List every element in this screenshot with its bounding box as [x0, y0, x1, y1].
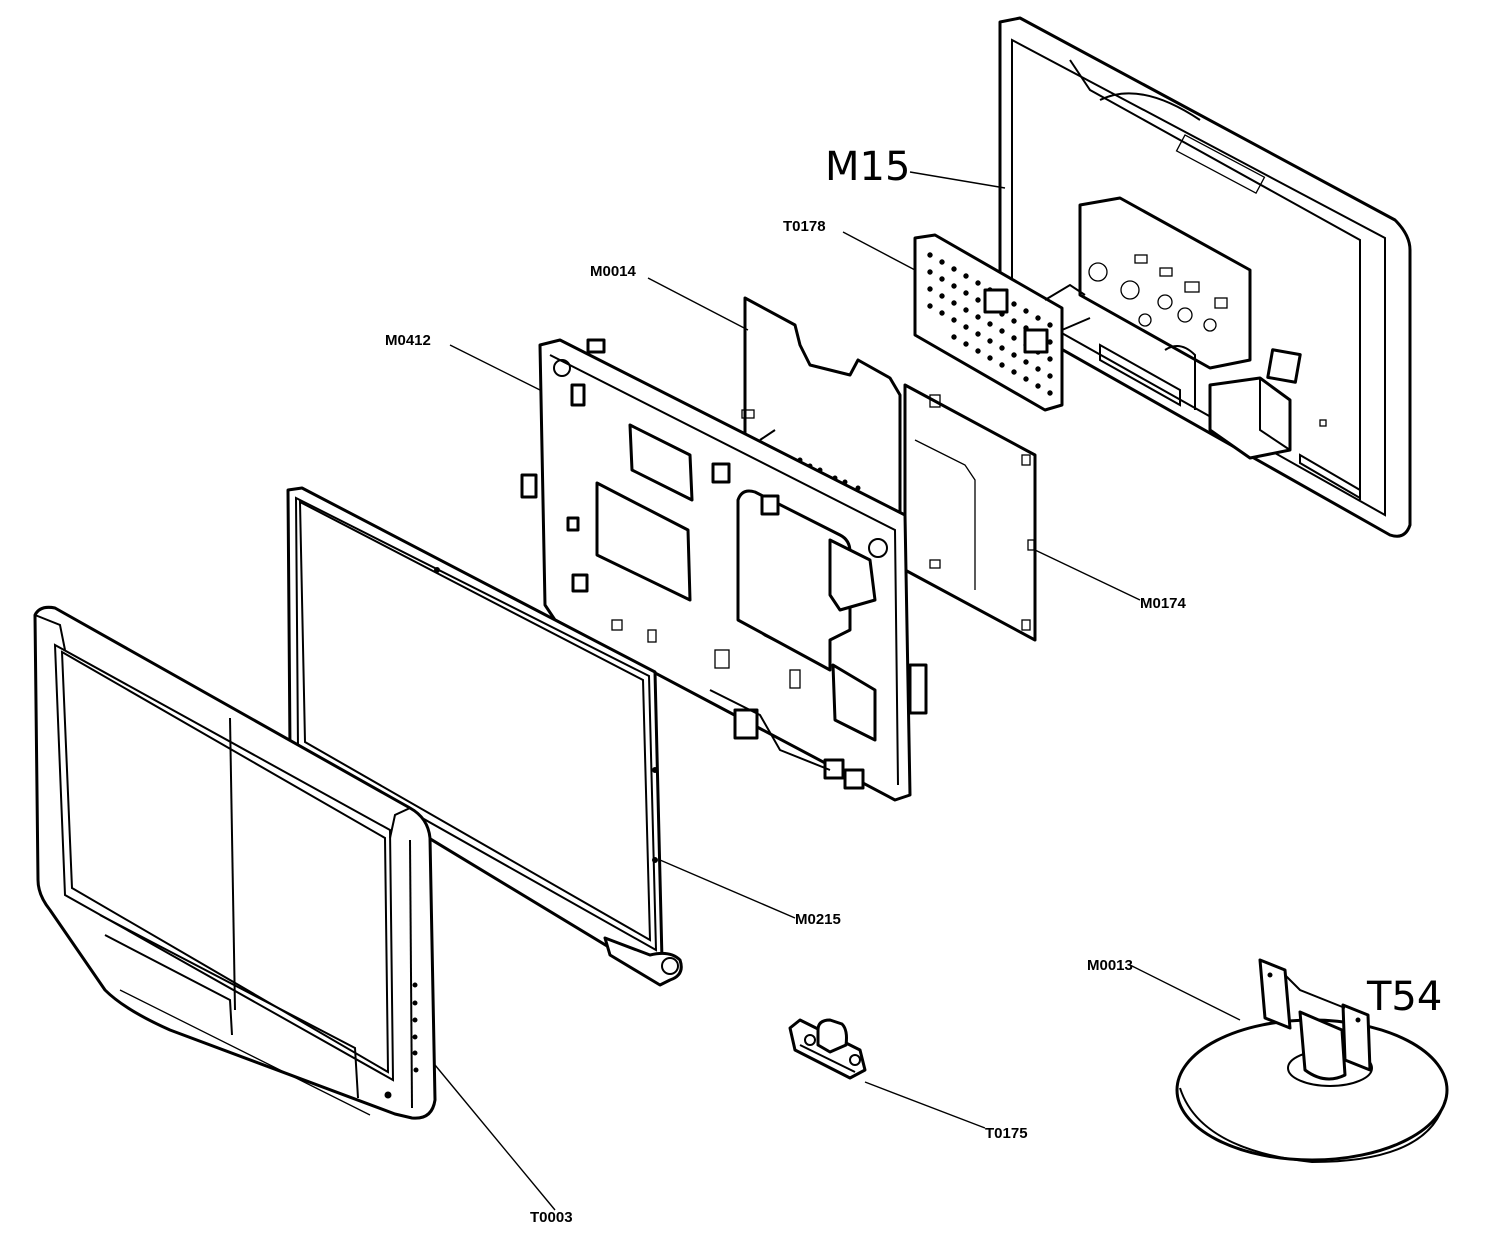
- rear-cabinet-m15: [998, 16, 1412, 538]
- leader-m0412: [449, 344, 541, 391]
- leader-m0014: [647, 277, 749, 331]
- leader-lines: [434, 171, 1241, 1211]
- leader-m0174: [1034, 549, 1141, 601]
- front-bezel-t0003: [33, 605, 437, 1120]
- label-m0013: M0013: [1087, 957, 1133, 974]
- chassis-m0412: [520, 338, 928, 802]
- bracket-t0175: [788, 1018, 867, 1080]
- shield-t0178: [913, 233, 1091, 412]
- leader-m0215: [659, 859, 796, 919]
- label-t0175: T0175: [985, 1125, 1028, 1142]
- board-m0174: [903, 383, 1037, 642]
- leader-t0178: [842, 231, 916, 271]
- label-m0014: M0014: [590, 263, 637, 280]
- leader-m15: [909, 171, 1006, 189]
- lcd-panel-m0215: [286, 486, 683, 987]
- label-m0215: M0215: [795, 911, 841, 928]
- leader-t0175: [864, 1081, 986, 1129]
- label-t54: T54: [1366, 974, 1442, 1020]
- label-t0178: T0178: [783, 218, 826, 235]
- leader-m0013: [1129, 964, 1241, 1021]
- label-m0412: M0412: [385, 332, 431, 349]
- stand-m0013: [1175, 958, 1449, 1164]
- label-t0003: T0003: [530, 1209, 573, 1226]
- label-m0174: M0174: [1140, 595, 1187, 612]
- leader-t0003: [434, 1064, 556, 1211]
- label-m15: M15: [825, 144, 910, 190]
